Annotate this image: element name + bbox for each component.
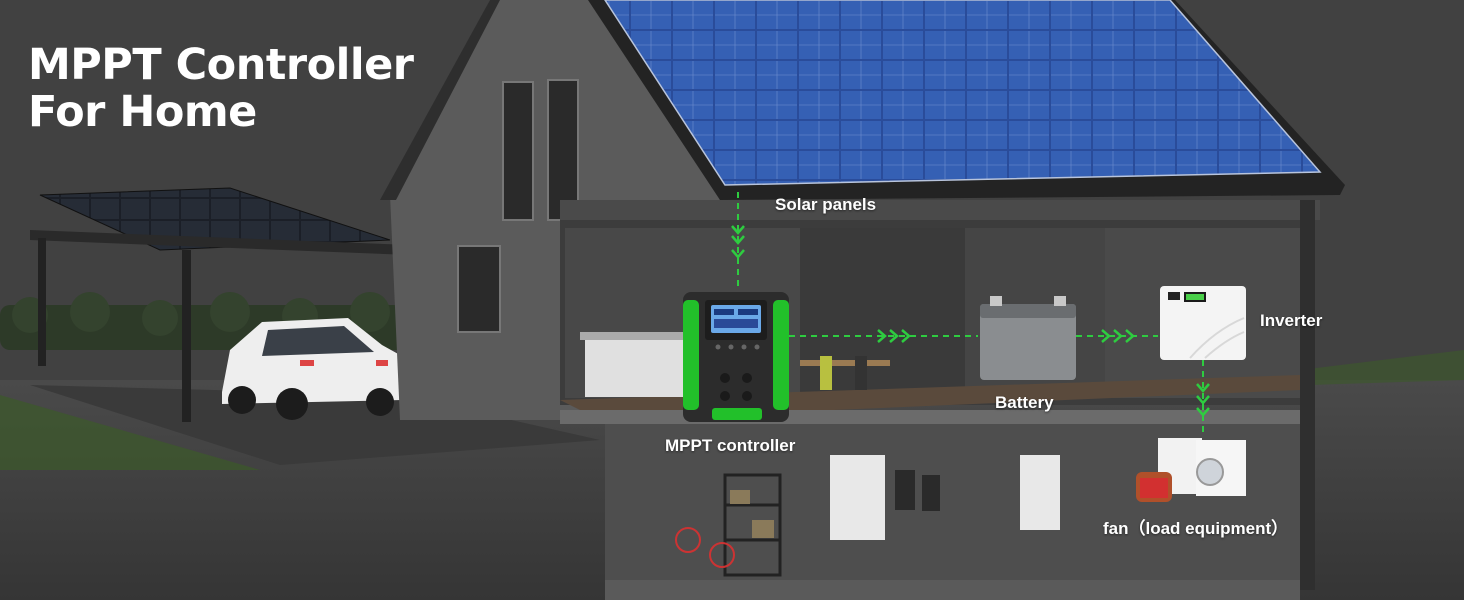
chevron-right-icon xyxy=(889,329,899,343)
car xyxy=(222,318,402,420)
flow-chevrons xyxy=(731,225,1210,417)
label-battery: Battery xyxy=(995,393,1054,412)
battery-device xyxy=(980,296,1076,380)
lawn xyxy=(0,395,260,470)
label-solar-panels: Solar panels xyxy=(775,195,877,214)
flow-lines xyxy=(737,192,1204,436)
chevron-right-icon xyxy=(1125,329,1135,343)
mppt-controller-device xyxy=(683,292,789,422)
label-inverter: Inverter xyxy=(1260,311,1323,330)
chevron-down-icon xyxy=(1196,407,1210,417)
inverter-device xyxy=(1160,286,1246,360)
page-title: MPPT Controller For Home xyxy=(28,40,414,137)
roof xyxy=(588,0,1345,200)
chevron-right-icon xyxy=(877,329,887,343)
carport xyxy=(30,187,600,465)
chevron-down-icon xyxy=(1196,383,1210,393)
chevron-right-icon xyxy=(901,329,911,343)
chevron-down-icon xyxy=(1196,395,1210,405)
label-mppt-controller: MPPT controller xyxy=(665,436,796,455)
lawn-right xyxy=(1300,350,1464,385)
load-appliances xyxy=(1136,438,1246,502)
chevron-down-icon xyxy=(731,249,745,259)
chevron-down-icon xyxy=(731,225,745,235)
label-load-equipment: fan（load equipment） xyxy=(1103,519,1289,538)
title-line-1: MPPT Controller xyxy=(28,40,414,90)
title-line-2: For Home xyxy=(28,87,257,137)
chevron-right-icon xyxy=(1113,329,1123,343)
chevron-down-icon xyxy=(731,235,745,245)
chevron-right-icon xyxy=(1101,329,1111,343)
